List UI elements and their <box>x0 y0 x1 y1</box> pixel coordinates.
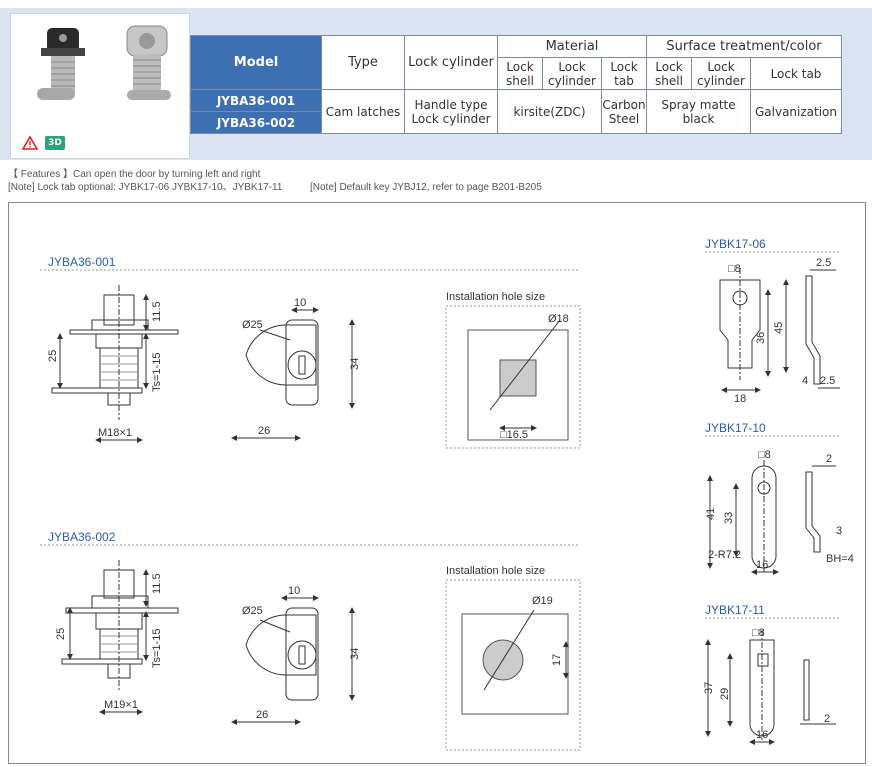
mat-lock-shell: Lock shell <box>497 57 543 90</box>
install-label-2: Installation hole size <box>446 565 545 577</box>
title-jybk17-11: JYBK17-11 <box>705 603 765 617</box>
material-header: Material <box>497 35 647 58</box>
tab-material-value: Carbon Steel <box>601 89 647 134</box>
tab06-sq8: □8 <box>728 263 741 275</box>
surf-lock-shell: Lock shell <box>646 57 692 90</box>
dim-25-a: 25 <box>47 350 59 362</box>
model-row-2: JYBA36-002 <box>190 111 322 134</box>
dim-ts-a: Ts=1-15 <box>151 353 163 392</box>
surface-header: Surface treatment/color <box>646 35 842 58</box>
tab11-2: 2 <box>824 713 830 725</box>
tab11-sq8: □8 <box>752 627 765 639</box>
dim-11-5-b: 11.5 <box>151 573 163 594</box>
tab10-radius: 2-R7.2 <box>708 549 741 561</box>
tab06-2-5-top: 2.5 <box>816 257 831 269</box>
dim-26-b: 26 <box>256 709 268 721</box>
lock-cylinder-header: Lock cylinder <box>404 35 498 90</box>
tab06-2-5-bottom: 2.5 <box>820 375 835 387</box>
dim-10-a: 10 <box>294 297 306 309</box>
3d-badge[interactable]: 3D <box>45 136 65 150</box>
dim-10-b: 10 <box>288 585 300 597</box>
dim-phi18: Ø18 <box>548 313 569 325</box>
tab10-33: 33 <box>723 512 735 524</box>
type-value: Cam latches <box>321 89 405 134</box>
default-key-note: [Note] Default key JYBJ12, refer to page… <box>309 182 542 193</box>
dim-phi25-a: Ø25 <box>242 319 263 331</box>
tab10-bh: BH=4 <box>826 553 854 565</box>
tab10-sq8: □8 <box>758 449 771 461</box>
tab06-45: 45 <box>773 322 785 334</box>
surf-lock-tab: Lock tab <box>750 57 842 90</box>
tab11-29: 29 <box>719 688 731 700</box>
cylinder-value: Handle type Lock cylinder <box>404 89 498 134</box>
tab-surface-value: Galvanization <box>750 89 842 134</box>
warning-icon <box>21 135 39 150</box>
lock-tab-note: [Note] Lock tab optional: JYBK17-06 JYBK… <box>8 182 283 193</box>
title-jybk17-06: JYBK17-06 <box>705 237 766 251</box>
tab06-36: 36 <box>755 332 767 344</box>
dim-11-5-a: 11.5 <box>151 301 163 322</box>
dim-17: 17 <box>551 654 563 666</box>
tab10-3: 3 <box>836 525 842 537</box>
dim-26-a: 26 <box>258 425 270 437</box>
dim-phi25-b: Ø25 <box>242 605 263 617</box>
tab10-2: 2 <box>826 453 832 465</box>
dim-sq16-5: □16.5 <box>500 429 528 441</box>
tab06-4: 4 <box>802 375 808 387</box>
dim-34-a: 34 <box>349 358 361 370</box>
mat-lock-cylinder: Lock cylinder <box>542 57 602 90</box>
dim-25-b: 25 <box>55 628 67 640</box>
tab06-18: 18 <box>734 393 746 405</box>
install-label-1: Installation hole size <box>446 291 545 303</box>
dim-m18: M18×1 <box>98 427 132 439</box>
surface-value: Spray matte black <box>646 89 751 134</box>
notes: 【 Features 】Can open the door by turning… <box>8 168 542 194</box>
tab11-16: 16 <box>756 729 768 741</box>
features-note: 【 Features 】Can open the door by turning… <box>8 169 261 180</box>
dim-m19: M19×1 <box>104 699 138 711</box>
mat-lock-tab: Lock tab <box>601 57 647 90</box>
dim-34-b: 34 <box>349 648 361 660</box>
spec-table: Model Type Lock cylinder Material Surfac… <box>190 35 842 134</box>
dim-phi19: Ø19 <box>532 595 553 607</box>
dim-ts-b: Ts=1-15 <box>151 629 163 668</box>
title-jyba36-002: JYBA36-002 <box>48 530 116 544</box>
tab10-41: 41 <box>705 508 717 520</box>
tab10-16: 16 <box>756 559 768 571</box>
material-value: kirsite(ZDC) <box>497 89 602 134</box>
title-jybk17-10: JYBK17-10 <box>705 421 766 435</box>
title-jyba36-001: JYBA36-001 <box>48 255 116 269</box>
tab11-37: 37 <box>703 682 715 694</box>
model-header: Model <box>190 35 322 90</box>
product-photo <box>10 13 190 159</box>
surf-lock-cylinder: Lock cylinder <box>691 57 751 90</box>
model-row-1: JYBA36-001 <box>190 89 322 112</box>
technical-drawing <box>8 202 866 764</box>
